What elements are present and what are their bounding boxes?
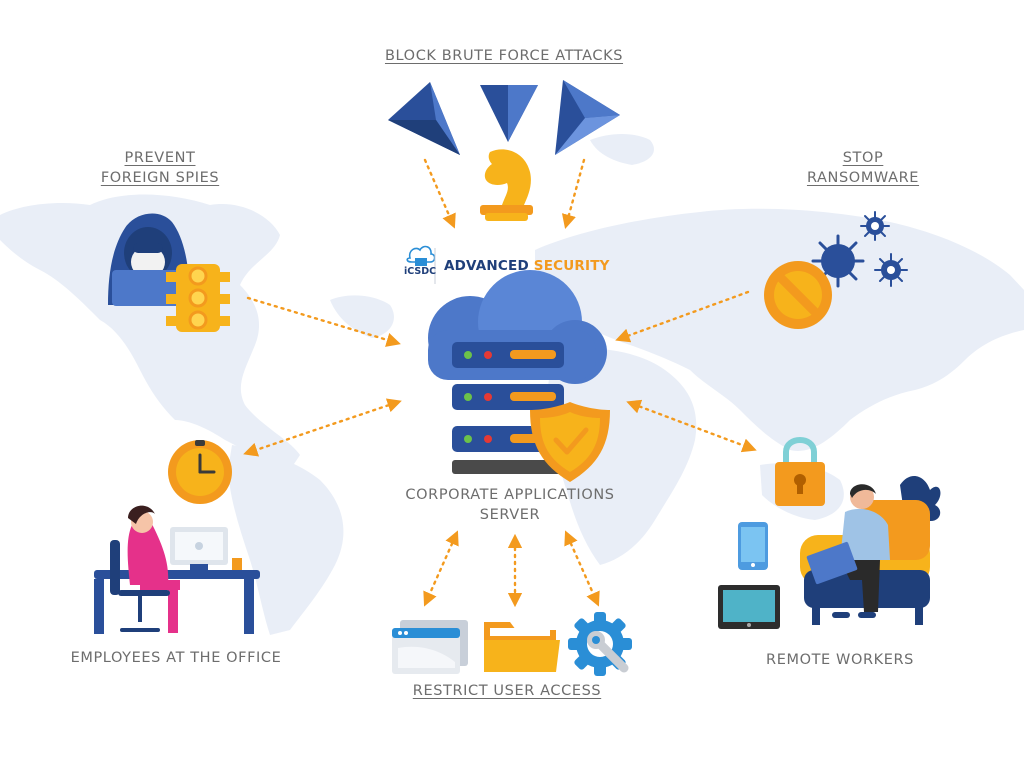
advanced-security-logo: iCSDC ADVANCED SECURITY (404, 244, 619, 284)
label-server-line2: SERVER (479, 507, 541, 523)
arrow-plane-right (561, 158, 586, 229)
chess-knight-icon (480, 149, 533, 221)
label-restrict-user-access: RESTRICT USER ACCESS (412, 683, 602, 699)
label-ransomware-line1: STOP (842, 150, 884, 166)
prohibited-icon (764, 261, 832, 329)
label-spies-line2: FOREIGN SPIES (100, 170, 220, 186)
arrow-plane-left (423, 158, 456, 229)
arrow-ransomware-to-server (615, 290, 750, 343)
tablet-icon (718, 585, 780, 629)
logo-mark-text: iCSDC (404, 266, 437, 277)
shield-check-icon (530, 402, 610, 482)
browser-window-icon (392, 620, 468, 674)
remote-worker-icon (800, 475, 941, 625)
label-server-line1: CORPORATE APPLICATIONS (405, 487, 615, 503)
paper-plane-icon (555, 80, 620, 155)
paper-plane-icon (388, 82, 460, 155)
gear-wrench-icon (568, 612, 632, 676)
virus-icon (811, 234, 865, 288)
label-ransomware-line2: RANSOMWARE (806, 170, 920, 186)
logo-word-advanced: ADVANCED (444, 258, 529, 274)
label-prevent-foreign-spies: PREVENT FOREIGN SPIES (70, 148, 250, 188)
logo-word-security: SECURITY (533, 258, 610, 274)
label-spies-line1: PREVENT (124, 150, 196, 166)
label-employees-office: EMPLOYEES AT THE OFFICE (70, 650, 282, 666)
padlock-icon (775, 437, 825, 506)
label-corporate-server: CORPORATE APPLICATIONS SERVER (355, 485, 665, 525)
virus-icon (860, 211, 890, 241)
icsdc-cloud-lock-icon (406, 245, 436, 284)
office-worker-icon (94, 505, 260, 634)
traffic-light-icon (166, 264, 230, 332)
arrow-server-remote (626, 399, 757, 453)
arrow-server-browser (423, 530, 459, 607)
clock-icon (168, 440, 232, 504)
smartphone-icon (738, 522, 768, 570)
folder-icon (484, 622, 560, 672)
connector-arrows (243, 158, 757, 608)
arrow-server-office (243, 398, 402, 457)
paper-plane-icon (480, 85, 538, 142)
label-remote-workers: REMOTE WORKERS (766, 652, 914, 668)
virus-icon (874, 253, 908, 287)
arrow-server-gear (564, 530, 600, 607)
label-stop-ransomware: STOP RANSOMWARE (773, 148, 953, 188)
arrow-spies-to-server (246, 296, 401, 347)
logo-wordmark: ADVANCED SECURITY (444, 258, 610, 274)
label-block-brute-force: BLOCK BRUTE FORCE ATTACKS (384, 48, 624, 64)
